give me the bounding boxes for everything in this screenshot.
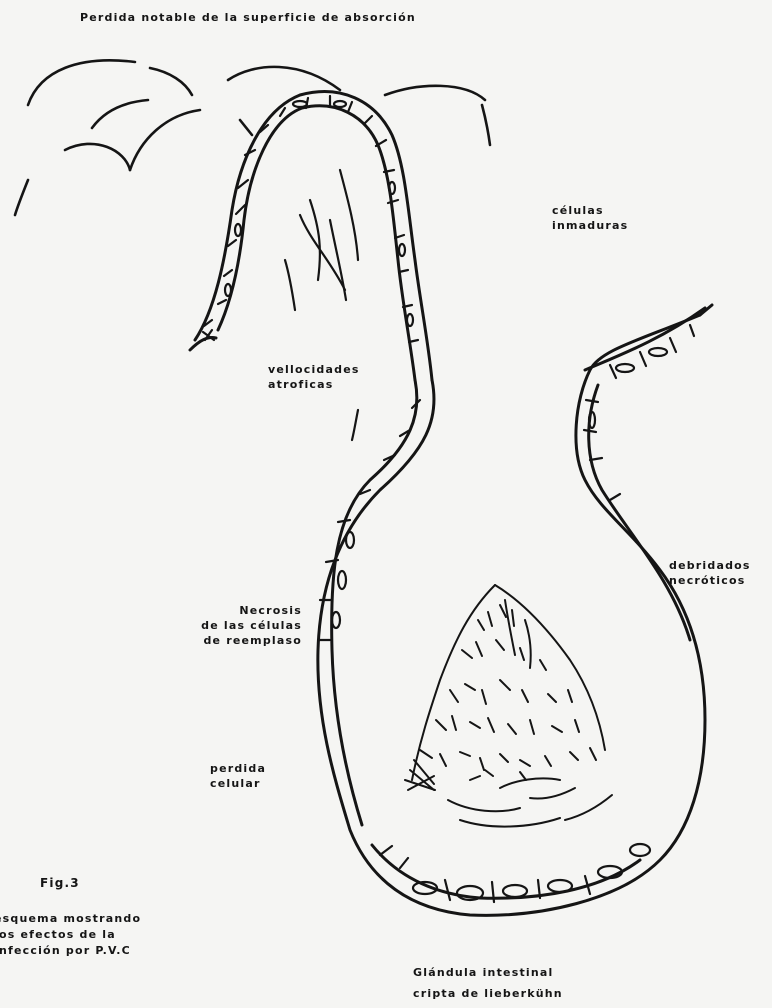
gland-label: Glándula intestinal cripta de lieberkühn bbox=[413, 962, 563, 1004]
necrotic-debris-label-line-1: debridados bbox=[669, 558, 751, 573]
gland-label-line-2: cripta de lieberkühn bbox=[413, 983, 563, 1004]
lost-villi-outlines bbox=[15, 60, 490, 215]
villus-core-lines bbox=[285, 170, 358, 440]
gland-label-line-1: Glándula intestinal bbox=[413, 962, 563, 983]
replacement-necrosis-label: Necrosis de las células de reemplaso bbox=[160, 603, 302, 648]
figure-caption-line-2: los efectos de la bbox=[0, 927, 141, 943]
figure-number: Fig.3 bbox=[40, 876, 80, 891]
immature-cells-label-line-1: células bbox=[552, 203, 628, 218]
top-title: Perdida notable de la superficie de abso… bbox=[80, 10, 416, 25]
immature-cells-label-line-2: inmaduras bbox=[552, 218, 628, 233]
necrotic-debris-label-line-2: necróticos bbox=[669, 573, 751, 588]
cell-loss-label-line-1: perdida bbox=[210, 761, 266, 776]
necrotic-debris-label: debridados necróticos bbox=[669, 558, 751, 588]
figure-caption-line-1: esquema mostrando bbox=[0, 911, 141, 927]
villus-crypt-outline bbox=[190, 92, 712, 916]
atrophic-villi-label-line-2: atroficas bbox=[268, 377, 360, 392]
atrophic-villi-label: vellocidades atroficas bbox=[268, 362, 360, 392]
immature-cells-label: células inmaduras bbox=[552, 203, 628, 233]
replacement-necrosis-label-line-3: de reemplaso bbox=[160, 633, 302, 648]
atrophic-villi-label-line-1: vellocidades bbox=[268, 362, 360, 377]
cell-loss-label-line-2: celular bbox=[210, 776, 266, 791]
necrotic-debris-mass bbox=[405, 585, 612, 827]
figure-caption-line-3: infección por P.V.C bbox=[0, 943, 141, 959]
cell-loss-label: perdida celular bbox=[210, 761, 266, 791]
replacement-necrosis-label-line-2: de las células bbox=[160, 618, 302, 633]
figure-caption: esquema mostrando los efectos de la infe… bbox=[0, 911, 141, 959]
replacement-necrosis-label-line-1: Necrosis bbox=[160, 603, 302, 618]
